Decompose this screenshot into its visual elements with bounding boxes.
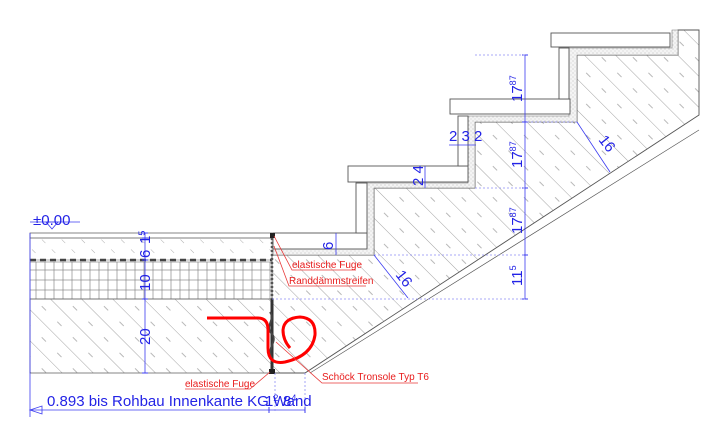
soffit-line: [309, 129, 700, 374]
dim-screed: 6: [137, 250, 154, 258]
label-elastic-joint-top: elastische Fuge: [292, 260, 362, 271]
dim-riser-layer: 2 3 2: [449, 128, 482, 145]
stair-treads: [272, 32, 671, 250]
dim-slab-thickness-2: 16: [595, 132, 619, 156]
label-edge-strip: Randdämmstreifen: [289, 276, 373, 287]
dim-insulation: 10: [137, 274, 154, 291]
bottom-dim-text: 0.893 bis Rohbau Innenkante KG Wand: [47, 393, 312, 410]
level-mark: ±0.00: [33, 212, 70, 229]
label-elastic-joint-bottom: elastische Fuge: [185, 379, 255, 390]
dim-riser-1: 1787: [508, 75, 526, 102]
floor-buildup: [29, 232, 273, 374]
dim-offset: 84: [283, 393, 296, 410]
dim-riser-2: 1787: [508, 141, 526, 168]
stair-screed: [272, 29, 679, 256]
dimension-lines: [28, 54, 611, 417]
dim-bottom-offset: 115: [508, 265, 526, 286]
label-tronsole: Schöck Tronsole Typ T6: [322, 372, 429, 383]
dim-tread-layer: 2 4: [410, 165, 427, 186]
leader-lines: [185, 235, 418, 390]
stair-concrete: [271, 29, 700, 374]
dim-top-layer: 15: [137, 231, 154, 244]
dim-stair-screed: 6: [320, 242, 337, 250]
dim-slab: 20: [137, 328, 154, 345]
dim-slab-thickness-1: 16: [392, 267, 416, 291]
dim-joint-width: 12: [265, 393, 278, 410]
tronsole-element: [207, 315, 317, 364]
dim-riser-3: 1787: [508, 207, 526, 234]
